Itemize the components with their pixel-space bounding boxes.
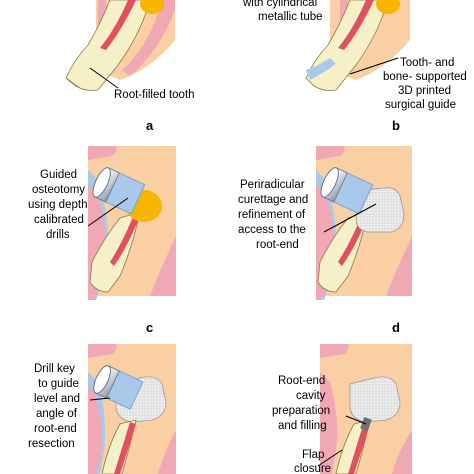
root-canal-fill (338, 0, 374, 50)
gum-left (320, 372, 338, 474)
leader-line (87, 197, 129, 227)
label-guide-3: 3D printed (398, 85, 451, 97)
leader-line-cavity (345, 415, 367, 425)
label-d-1: Periradicular (240, 179, 305, 191)
root-canal-fill (110, 214, 140, 266)
label-guide-2: bone- supported (383, 71, 467, 83)
label-f-5: Flap (302, 449, 324, 461)
label-tube-1: with cylindrical (242, 0, 317, 9)
label-f-1: Root-end (278, 375, 325, 387)
resection-cavity (349, 376, 401, 423)
gum-upper (88, 146, 117, 160)
root-canal-fill (100, 0, 136, 50)
label-c-1: Guided (40, 169, 77, 181)
gum-right (158, 430, 176, 474)
label-f-6: closure (294, 463, 331, 474)
leader-line (89, 397, 111, 401)
label-f-3: preparation (272, 405, 330, 417)
gum-right (150, 236, 176, 296)
label-e-5: root-end (34, 423, 77, 435)
gum-inner (88, 388, 102, 474)
label-root-filled: Root-filled tooth (114, 89, 195, 101)
leader-line-flap (317, 449, 343, 467)
crown-tip (65, 77, 81, 89)
label-c-3: using depth (28, 199, 87, 211)
gum-upper (320, 344, 349, 358)
panel-c: Guided osteotomy using depth calibrated … (28, 146, 176, 335)
label-d-2: curettage and (238, 194, 308, 206)
panel-b: with cylindrical metallic tube Tooth- an… (242, 0, 467, 133)
label-f-4: and filling (278, 420, 327, 432)
gum-right (392, 430, 412, 474)
label-d-3: refinement of (238, 209, 306, 221)
panel-letter-d: d (392, 320, 400, 335)
osteotomy-cavity (355, 187, 405, 233)
leader-line (323, 203, 377, 233)
gum-upper (88, 344, 117, 358)
root-canal-fill (114, 422, 136, 474)
guide-lower (306, 58, 336, 80)
panel-d: Periradicular curettage and refinement o… (238, 146, 412, 335)
label-d-5: root-end (256, 239, 299, 251)
label-e-3: level and (34, 393, 80, 405)
gum-right (386, 236, 412, 296)
gum-right (122, 0, 175, 76)
label-e-4: angle of (36, 408, 78, 420)
label-c-4: calibrated (34, 214, 84, 226)
gum-upper (316, 146, 345, 160)
panel-e: Drill key to guide level and angle of ro… (28, 344, 176, 474)
root-canal-fill (348, 422, 370, 474)
label-f-2: cavity (296, 390, 326, 402)
panel-f: Root-end cavity preparation and filling … (272, 344, 412, 474)
label-guide-1: Tooth- and (400, 57, 454, 69)
label-c-2: osteotomy (32, 184, 85, 196)
lesion (140, 0, 164, 14)
lesion (376, 0, 400, 14)
label-d-4: access to the (238, 224, 306, 236)
label-guide-4: surgical guide (385, 99, 456, 111)
label-e-6: resection (28, 438, 75, 450)
panel-letter-a: a (146, 118, 154, 133)
label-e-2: to guide (38, 378, 79, 390)
guide-tube (320, 167, 374, 215)
label-e-1: Drill key (34, 363, 75, 375)
label-c-5: drills (46, 229, 70, 241)
leader-line (349, 57, 399, 75)
panel-letter-c: c (146, 320, 153, 335)
leader-line (89, 67, 119, 89)
panel-letter-b: b (392, 118, 400, 133)
label-tube-2: metallic tube (258, 11, 323, 23)
guide-tube (92, 167, 146, 215)
panel-a: Root-filled tooth a (65, 0, 195, 133)
